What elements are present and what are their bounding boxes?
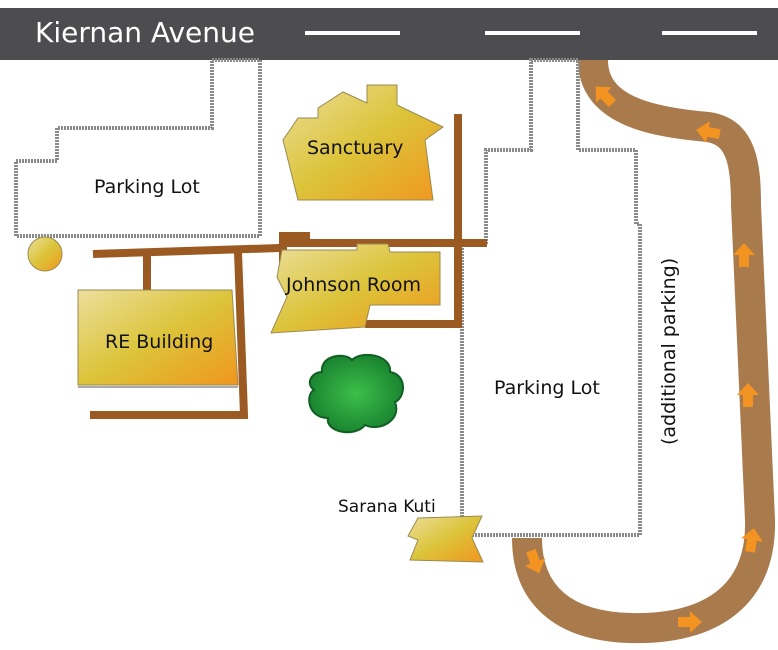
sanctuary-label: Sanctuary (307, 137, 403, 159)
johnson-room-building (270, 243, 441, 334)
direction-arrow-icon (737, 383, 759, 407)
re-building (77, 289, 239, 386)
left-parking-lot-label: Parking Lot (94, 176, 200, 198)
sarana-kuti-label: Sarana Kuti (338, 497, 436, 517)
loop-driveway (512, 58, 776, 644)
small-round-structure (27, 236, 63, 272)
direction-arrow-icon (595, 86, 617, 108)
direction-arrow-icon (696, 121, 721, 143)
direction-arrow-icon (741, 528, 763, 553)
traffic-arrows (524, 86, 763, 633)
additional-parking-label: (additional parking) (658, 258, 680, 445)
street-name-label: Kiernan Avenue (35, 16, 255, 49)
sanctuary-building (282, 84, 444, 201)
re-building-label: RE Building (105, 331, 213, 353)
right-parking-lot-label: Parking Lot (494, 377, 600, 399)
direction-arrow-icon (678, 611, 702, 633)
parking-lot-left (14, 58, 262, 238)
parking-lot-right (460, 58, 642, 537)
johnson-room-label: Johnson Room (285, 274, 421, 296)
tree-icon (308, 353, 404, 434)
sarana-kuti-building (407, 515, 484, 563)
direction-arrow-icon (733, 243, 755, 267)
direction-arrow-icon (524, 549, 546, 574)
walkways (90, 114, 487, 419)
